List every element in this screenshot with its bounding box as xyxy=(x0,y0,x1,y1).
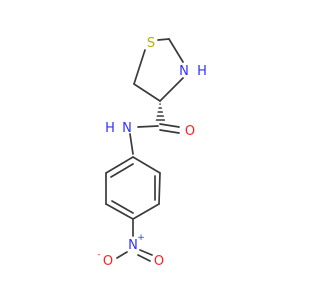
atom-nitro-nitrogen: N xyxy=(128,238,138,253)
bond-nitro-o-right-a xyxy=(139,249,153,256)
bond-ring-6 xyxy=(105,156,134,174)
structure-canvas: S N H O H N N + O - O xyxy=(97,36,207,269)
nitro-nitrogen-charge: + xyxy=(137,233,145,243)
atom-nitro-oxygen-left: O xyxy=(103,254,113,269)
atom-carbonyl-oxygen: O xyxy=(185,124,195,139)
atom-amide-hydrogen: H xyxy=(105,121,115,136)
bond-ch2-left-s xyxy=(133,49,146,85)
atom-ring-nitrogen: N xyxy=(179,64,189,79)
bond-ring-inner-1 xyxy=(110,163,134,178)
molecule-diagram: S N H O H N N + O - O xyxy=(97,36,207,269)
hashed-wedge-bond xyxy=(155,103,166,121)
bond-nh-ipso xyxy=(129,133,134,155)
atom-ring-nitrogen-h: H xyxy=(197,64,207,79)
bond-s-ch2-top xyxy=(157,38,170,41)
bond-ring-4 xyxy=(105,203,134,220)
bond-ch2-top-nh xyxy=(168,38,184,63)
bond-co-a xyxy=(159,123,180,128)
bond-nh-c4 xyxy=(159,77,184,102)
bond-ring-inner-3 xyxy=(111,200,134,214)
atom-sulfur: S xyxy=(147,36,155,51)
bond-nitro-o-right-b xyxy=(137,254,151,262)
nitro-oxygen-charge: - xyxy=(97,250,100,260)
bond-nitro-o-left xyxy=(116,251,128,259)
bond-co-b xyxy=(159,129,180,134)
bond-ring-3 xyxy=(132,203,160,220)
bond-c-nh-amide xyxy=(137,125,159,128)
atom-nitro-oxygen-right: O xyxy=(154,254,164,269)
bond-ring-1 xyxy=(132,156,161,174)
atom-amide-nitrogen: N xyxy=(122,121,132,136)
bond-c4-ch2-left xyxy=(133,83,161,102)
bond-ring-2 xyxy=(158,172,161,205)
